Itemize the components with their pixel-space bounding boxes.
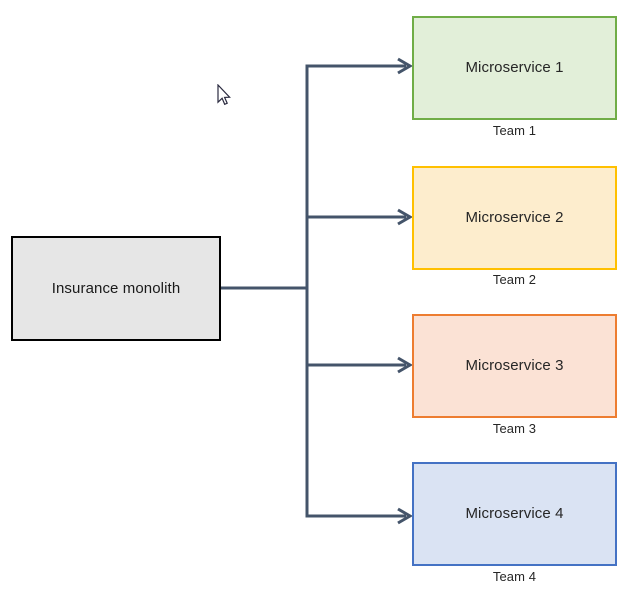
node-insurance-monolith[interactable]: Insurance monolith <box>11 236 221 341</box>
node-label-microservice-4: Microservice 4 <box>465 505 564 522</box>
arrowhead-2 <box>397 208 413 226</box>
node-label-microservice-3: Microservice 3 <box>465 357 564 374</box>
node-microservice-1[interactable]: Microservice 1 <box>412 16 617 120</box>
caption-team-1: Team 1 <box>492 123 537 138</box>
node-microservice-3[interactable]: Microservice 3 <box>412 314 617 418</box>
caption-team-3: Team 3 <box>492 421 537 436</box>
node-label-microservice-2: Microservice 2 <box>465 209 564 226</box>
arrowhead-3 <box>397 356 413 374</box>
arrowhead-1 <box>397 57 413 75</box>
caption-team-4: Team 4 <box>492 569 537 584</box>
caption-team-2: Team 2 <box>492 272 537 287</box>
node-microservice-2[interactable]: Microservice 2 <box>412 166 617 270</box>
node-label-monolith: Insurance monolith <box>51 279 181 297</box>
node-microservice-4[interactable]: Microservice 4 <box>412 462 617 566</box>
arrowhead-4 <box>397 507 413 525</box>
node-label-microservice-1: Microservice 1 <box>465 59 564 76</box>
